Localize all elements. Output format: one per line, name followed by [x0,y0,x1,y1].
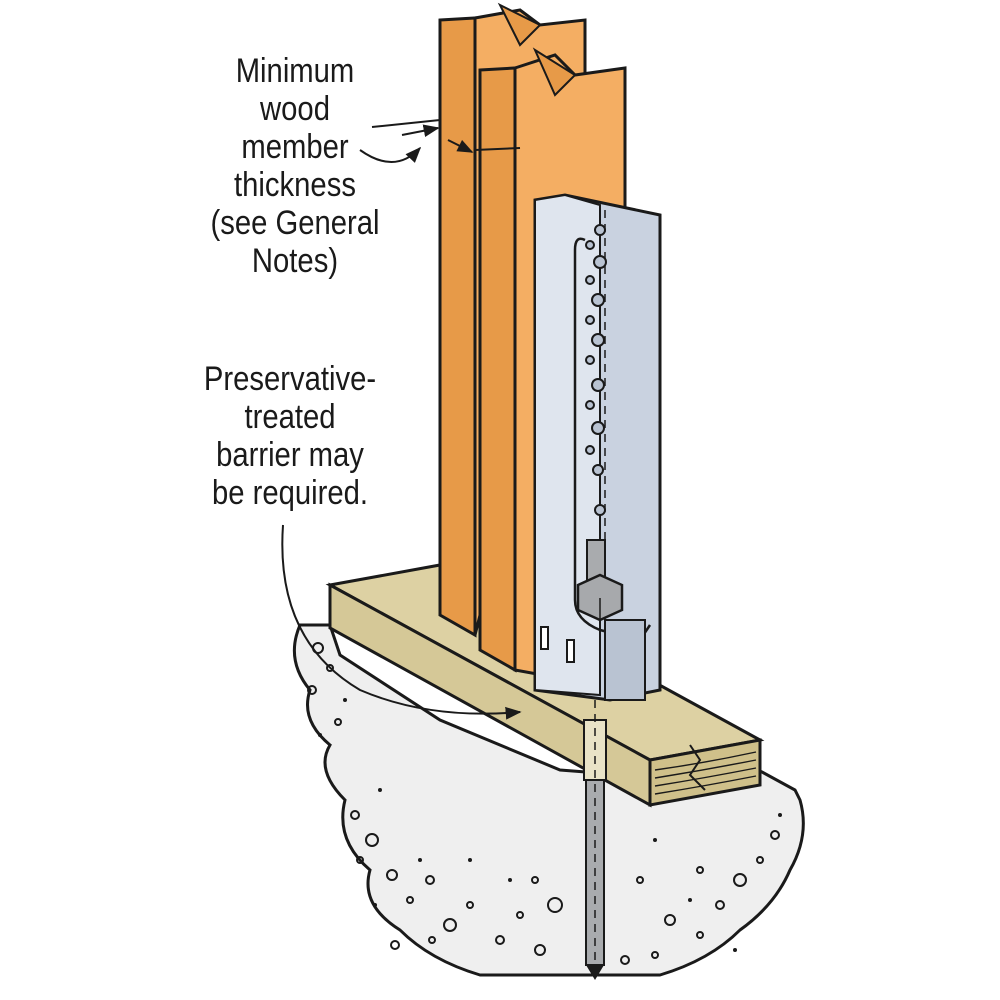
callout-line: (see General [210,204,380,242]
callout-line: Notes) [251,242,339,280]
holdown-bracket [533,193,662,702]
callout-line: Preservative- [203,360,377,398]
callout-line: thickness [234,166,356,204]
callout-line: be required. [211,474,369,512]
thickness-dimension [359,119,521,163]
anchor-rod [583,700,607,980]
callout-line: treated [244,398,336,436]
callout-line: barrier may [216,436,364,474]
callout-line: member [241,128,349,166]
concrete-foundation [292,623,805,977]
thickness-callout: Minimum wood member thickness (see Gener… [183,52,407,280]
barrier-callout: Preservative- treated barrier may be req… [191,360,389,512]
callout-line: wood [260,90,330,128]
barrier-leader [281,524,522,720]
callout-line: Minimum [235,52,355,90]
